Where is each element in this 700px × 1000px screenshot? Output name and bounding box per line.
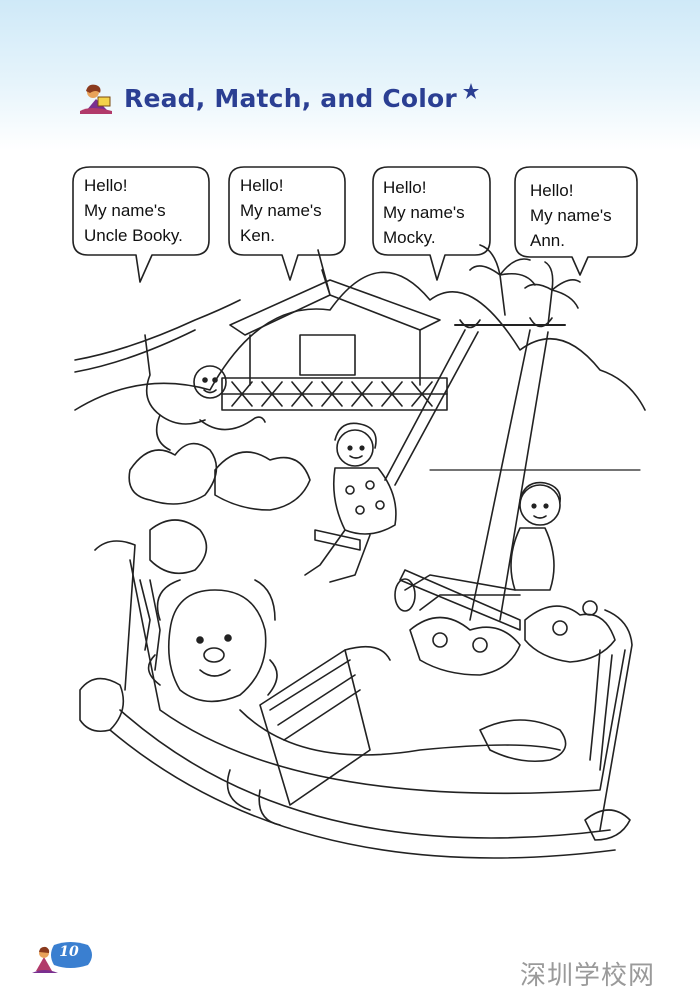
palm-tree-icon [469, 244, 581, 326]
bubble-ann-text: Hello! My name's Ann. [530, 181, 612, 250]
girl-on-swing [304, 422, 397, 583]
speech-bubble-ken [228, 166, 346, 281]
swing-icon [384, 317, 566, 631]
coloring-illustration: Hello! My name's Uncle Booky. Hello! My … [0, 150, 700, 870]
lion-reading-in-hammock [147, 579, 567, 826]
bubble-uncle-booky-text: Hello! My name's Uncle Booky. [84, 176, 183, 245]
hammock-icon [79, 540, 633, 859]
background-hills [74, 271, 646, 411]
speech-bubble-uncle-booky [72, 166, 210, 283]
heading-title: Read, Match, and Color [124, 83, 457, 113]
foliage [128, 442, 616, 676]
monkey-hanging [74, 299, 266, 451]
treehouse-icon [221, 249, 448, 411]
watermark: 深圳学校网 [520, 961, 656, 991]
reading-girl-icon [80, 84, 112, 114]
speech-bubble-ann [514, 166, 638, 276]
star-icon [462, 83, 479, 99]
header-gradient-band [0, 0, 700, 150]
bubble-mocky-text: Hello! My name's Mocky. [383, 178, 465, 247]
boy-on-swing [394, 481, 562, 612]
activity-heading: Read, Match, and Color [78, 78, 479, 118]
speech-bubble-mocky [372, 166, 491, 281]
page-number-badge [32, 942, 92, 973]
book-icon [259, 645, 391, 806]
bubble-ken-text: Hello! My name's Ken. [240, 176, 322, 245]
page-number: 10 [59, 944, 79, 960]
